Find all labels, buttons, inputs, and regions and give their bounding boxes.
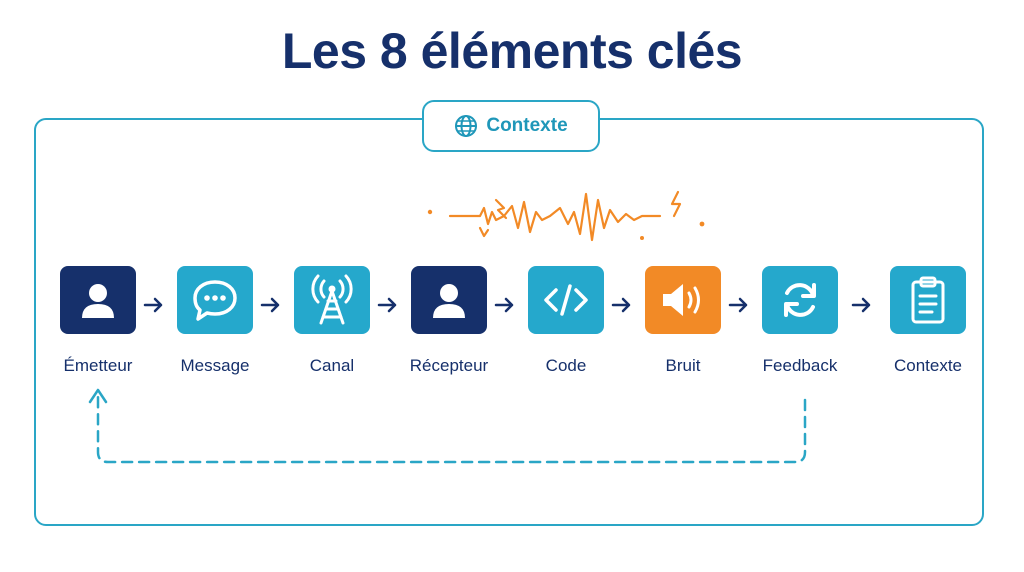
context-badge: Contexte: [422, 100, 600, 152]
step-label: Contexte: [893, 356, 963, 375]
tile-message: [177, 266, 253, 334]
step-code: Code: [511, 266, 621, 376]
arrow-right-icon: [728, 297, 748, 313]
step-label: Récepteur: [409, 356, 489, 375]
step-label: Message: [180, 356, 250, 375]
tile-feedback: [762, 266, 838, 334]
page-title: Les 8 éléments clés: [281, 23, 743, 79]
step-label: Canal: [309, 356, 355, 375]
tile-canal: [294, 266, 370, 334]
noise-wave-icon: [427, 190, 705, 242]
speech-bubble-icon: [193, 280, 237, 321]
step-bruit: Bruit: [628, 266, 738, 376]
step-label: Code: [545, 356, 587, 375]
tile-recepteur: [411, 266, 487, 334]
step-message: Message: [160, 266, 270, 376]
antenna-icon: [311, 274, 353, 325]
step-contexte: Contexte: [873, 266, 983, 376]
step-label: Feedback: [762, 356, 838, 375]
tile-contexte: [890, 266, 966, 334]
tile-emetteur: [60, 266, 136, 334]
arrow-right-icon: [611, 297, 631, 313]
globe-icon: [455, 115, 478, 137]
arrow-right-icon: [851, 297, 871, 313]
arrow-right-icon: [143, 297, 163, 313]
step-label: Émetteur: [63, 356, 133, 375]
step-recepteur: Récepteur: [394, 266, 504, 376]
person-icon: [82, 284, 114, 318]
context-badge-label: Contexte: [486, 115, 568, 136]
step-feedback: Feedback: [745, 266, 855, 376]
step-emetteur: Émetteur: [43, 266, 153, 376]
tile-bruit: [645, 266, 721, 334]
person-icon: [433, 284, 465, 318]
step-label: Bruit: [665, 356, 701, 375]
arrow-right-icon: [260, 297, 280, 313]
arrow-right-icon: [494, 297, 514, 313]
code-icon: [544, 284, 588, 316]
arrow-right-icon: [377, 297, 397, 313]
refresh-icon: [784, 283, 816, 317]
clipboard-icon: [911, 276, 945, 324]
tile-code: [528, 266, 604, 334]
speaker-icon: [663, 284, 700, 316]
step-canal: Canal: [277, 266, 387, 376]
